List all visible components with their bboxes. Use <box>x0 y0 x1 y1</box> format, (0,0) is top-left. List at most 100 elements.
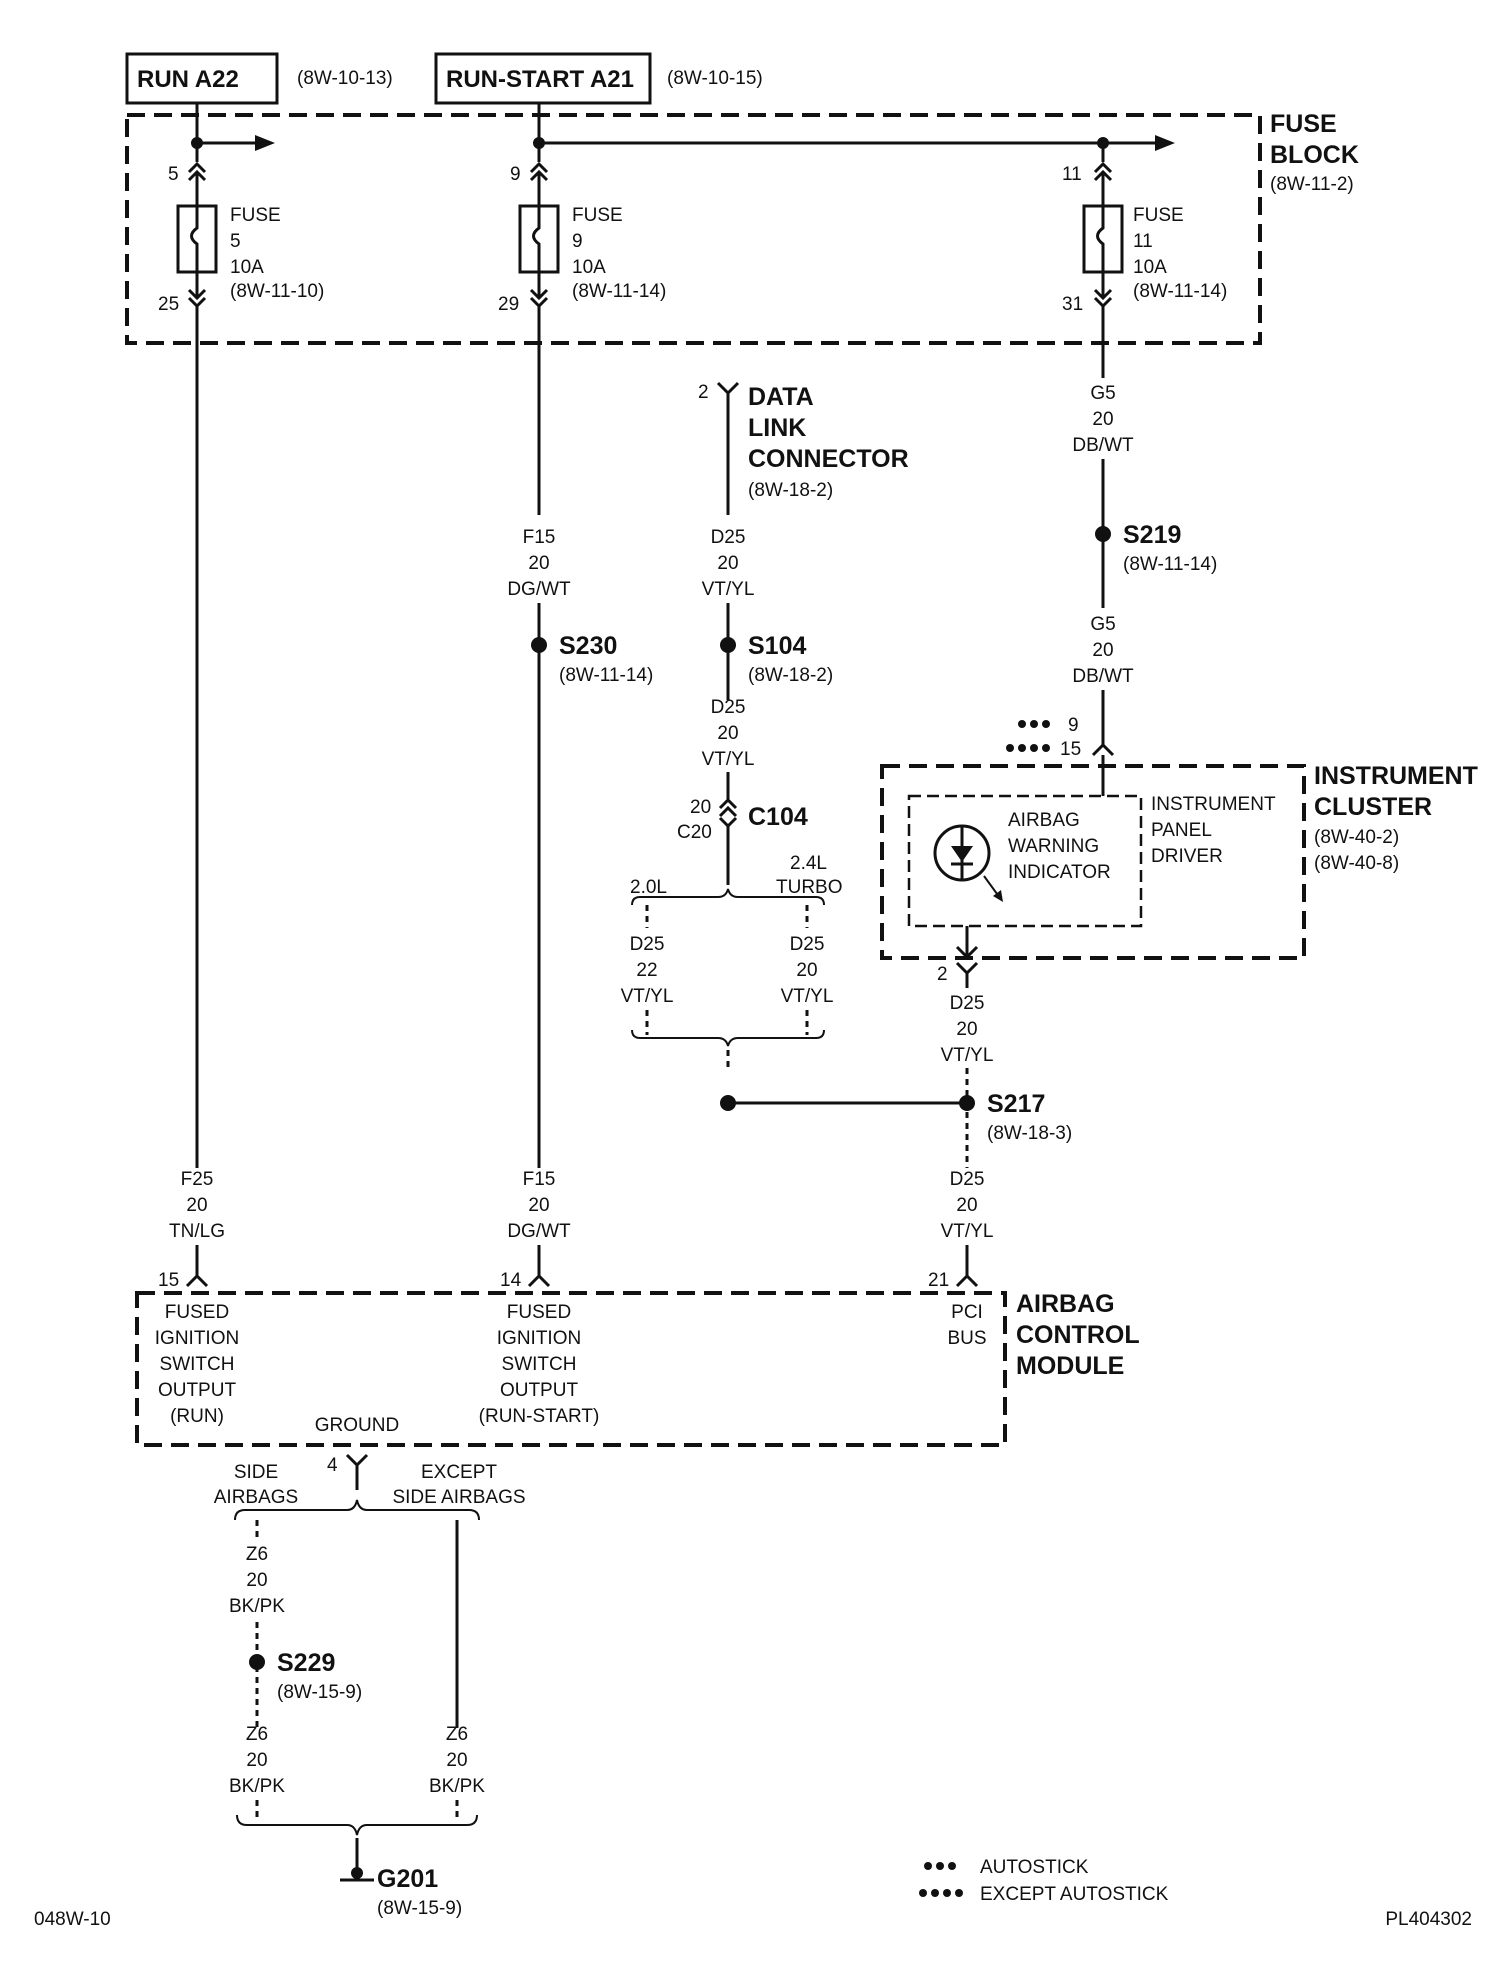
acm-pin-14: 14 <box>500 1270 522 1291</box>
splice-s230-label: S230 <box>559 632 617 660</box>
arrow-right-icon <box>1155 135 1175 151</box>
svg-text:C20: C20 <box>677 822 712 843</box>
svg-text:C104: C104 <box>748 803 808 831</box>
svg-text:5: 5 <box>168 164 179 185</box>
acm-title-1: AIRBAG <box>1016 1290 1115 1318</box>
splice-s229-label: S229 <box>277 1649 335 1677</box>
svg-text:20: 20 <box>186 1195 207 1216</box>
fuse-block-title-1: FUSE <box>1270 110 1337 138</box>
wire-label-d25-24l: D25 20 VT/YL <box>781 934 834 1007</box>
svg-text:DG/WT: DG/WT <box>507 579 571 600</box>
ground-merge-brace <box>236 1814 478 1836</box>
svg-text:AUTOSTICK: AUTOSTICK <box>980 1857 1089 1878</box>
svg-text:20: 20 <box>717 553 738 574</box>
svg-text:TN/LG: TN/LG <box>169 1221 225 1242</box>
svg-text:AIRBAGS: AIRBAGS <box>214 1487 298 1508</box>
instrument-cluster-title-2: CLUSTER <box>1314 793 1432 821</box>
airbag-indicator-1: AIRBAG <box>1008 810 1080 831</box>
splice-s217-ref: (8W-18-3) <box>987 1123 1072 1144</box>
instrument-panel-driver-3: DRIVER <box>1151 846 1223 867</box>
ground-g201-icon <box>340 1867 374 1882</box>
splice-s217-label: S217 <box>987 1090 1045 1118</box>
acm-runstart-input-label: FUSED IGNITION SWITCH OUTPUT (RUN-START) <box>479 1302 600 1427</box>
run-start-a21-box <box>434 52 652 105</box>
connector-c104: 20 C20 C104 <box>677 797 808 843</box>
svg-text:DB/WT: DB/WT <box>1072 435 1134 456</box>
svg-text:(8W-11-14): (8W-11-14) <box>1133 281 1227 302</box>
svg-text:FUSED: FUSED <box>165 1302 229 1323</box>
wire-label-z6-side-a: Z6 20 BK/PK <box>229 1544 285 1617</box>
run-a22-ref: (8W-10-13) <box>297 68 393 89</box>
svg-text:20: 20 <box>246 1570 267 1591</box>
wire-label-d25-pci: D25 20 VT/YL <box>941 1169 994 1242</box>
splice-s104-label: S104 <box>748 632 806 660</box>
svg-text:Z6: Z6 <box>246 1724 268 1745</box>
svg-text:VT/YL: VT/YL <box>941 1221 994 1242</box>
splice-s104-dot <box>720 637 736 653</box>
splice-s230-ref: (8W-11-14) <box>559 665 653 686</box>
svg-text:D25: D25 <box>630 934 665 955</box>
svg-text:20: 20 <box>796 960 817 981</box>
ic-pin-out: 2 <box>937 964 948 985</box>
data-link-connector-pin-icon <box>716 381 740 396</box>
engine-label-20l: 2.0L <box>630 877 667 898</box>
acm-pin-15: 15 <box>158 1270 179 1291</box>
splice-s219-label: S219 <box>1123 521 1181 549</box>
run-start-a21-ref: (8W-10-15) <box>667 68 763 89</box>
ground-g201-ref: (8W-15-9) <box>377 1898 462 1919</box>
svg-text:VT/YL: VT/YL <box>702 579 755 600</box>
svg-text:9: 9 <box>572 231 583 252</box>
ground-g201-label: G201 <box>377 1865 438 1893</box>
svg-text:D25: D25 <box>950 993 985 1014</box>
svg-text:(8W-11-14): (8W-11-14) <box>572 281 666 302</box>
splice-s219-dot <box>1095 526 1111 542</box>
svg-text:FUSE: FUSE <box>1133 205 1184 226</box>
footer-left-code: 048W-10 <box>34 1909 111 1930</box>
wire-label-d25-20l: D25 22 VT/YL <box>621 934 674 1007</box>
svg-text:IGNITION: IGNITION <box>155 1328 239 1349</box>
svg-text:SIDE: SIDE <box>234 1462 278 1483</box>
data-link-title-1: DATA <box>748 383 814 411</box>
fuse-block-title-2: BLOCK <box>1270 141 1359 169</box>
run-a22-label: RUN A22 <box>137 66 239 93</box>
svg-text:31: 31 <box>1062 294 1083 315</box>
svg-text:10A: 10A <box>230 257 264 278</box>
svg-text:FUSE: FUSE <box>572 205 623 226</box>
wire-label-g5-a: G5 20 DB/WT <box>1072 383 1134 456</box>
wire-label-d25-ic: D25 20 VT/YL <box>941 993 994 1066</box>
fuse-9: 9 29 FUSE 9 10A (8W-11-14) <box>498 161 666 315</box>
side-airbags-label: SIDE AIRBAGS <box>214 1462 298 1508</box>
svg-text:BK/PK: BK/PK <box>229 1776 285 1797</box>
engine-split-brace <box>631 888 825 906</box>
svg-text:DB/WT: DB/WT <box>1072 666 1134 687</box>
svg-text:20: 20 <box>956 1195 977 1216</box>
splice-s229-ref: (8W-15-9) <box>277 1682 362 1703</box>
engine-label-24l: 2.4L <box>790 853 827 874</box>
svg-text:9: 9 <box>1068 715 1079 736</box>
svg-text:25: 25 <box>158 294 179 315</box>
svg-text:22: 22 <box>636 960 657 981</box>
svg-text:11: 11 <box>1133 231 1153 252</box>
svg-text:VT/YL: VT/YL <box>781 986 834 1007</box>
svg-text:10A: 10A <box>1133 257 1167 278</box>
svg-text:VT/YL: VT/YL <box>702 749 755 770</box>
svg-text:F25: F25 <box>181 1169 214 1190</box>
data-link-pin: 2 <box>698 382 709 403</box>
svg-text:BUS: BUS <box>947 1328 986 1349</box>
svg-text:D25: D25 <box>950 1169 985 1190</box>
acm-title-2: CONTROL <box>1016 1321 1140 1349</box>
svg-text:EXCEPT AUTOSTICK: EXCEPT AUTOSTICK <box>980 1884 1169 1905</box>
svg-text:20: 20 <box>528 553 549 574</box>
svg-text:OUTPUT: OUTPUT <box>500 1380 579 1401</box>
ground-split-brace <box>234 1499 480 1521</box>
instrument-cluster-title-1: INSTRUMENT <box>1314 762 1478 790</box>
svg-text:D25: D25 <box>790 934 825 955</box>
svg-text:F15: F15 <box>523 1169 556 1190</box>
instrument-panel-driver-2: PANEL <box>1151 820 1212 841</box>
data-link-title-2: LINK <box>748 414 806 442</box>
engine-merge-brace <box>631 1029 825 1047</box>
svg-text:10A: 10A <box>572 257 606 278</box>
wire-label-d25-a: D25 20 VT/YL <box>702 527 755 600</box>
svg-text:DG/WT: DG/WT <box>507 1221 571 1242</box>
